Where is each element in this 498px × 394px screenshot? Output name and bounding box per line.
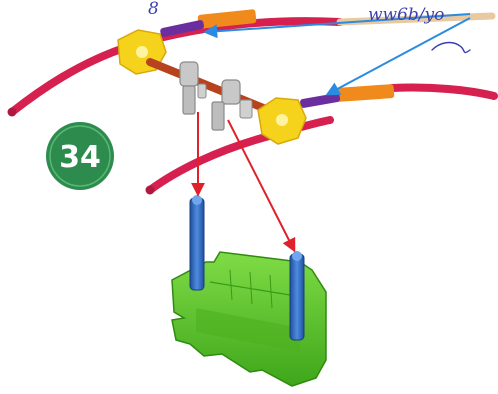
upper-rod-end-cap xyxy=(8,108,17,117)
blue-arrow-bottom xyxy=(328,18,470,94)
blue-rod-left-cap xyxy=(192,195,202,205)
blue-rod-left xyxy=(190,198,204,290)
blue-rod-right-cap xyxy=(292,251,302,261)
handwritten-squiggle xyxy=(432,43,470,53)
lower-purple-piece xyxy=(300,93,341,109)
handwritten-note-right: ww6b/yo xyxy=(368,5,444,25)
handwritten-mark-left: 8 xyxy=(148,0,159,19)
gray-clip-left xyxy=(180,62,206,114)
lower-rod-end-cap xyxy=(146,186,155,195)
lower-red-rod xyxy=(150,120,330,190)
blue-rod-right xyxy=(290,254,304,340)
right-red-rod xyxy=(392,87,494,96)
step-number: 34 xyxy=(59,140,101,175)
lower-orange-piece xyxy=(336,84,395,102)
upper-red-rod xyxy=(12,21,340,112)
